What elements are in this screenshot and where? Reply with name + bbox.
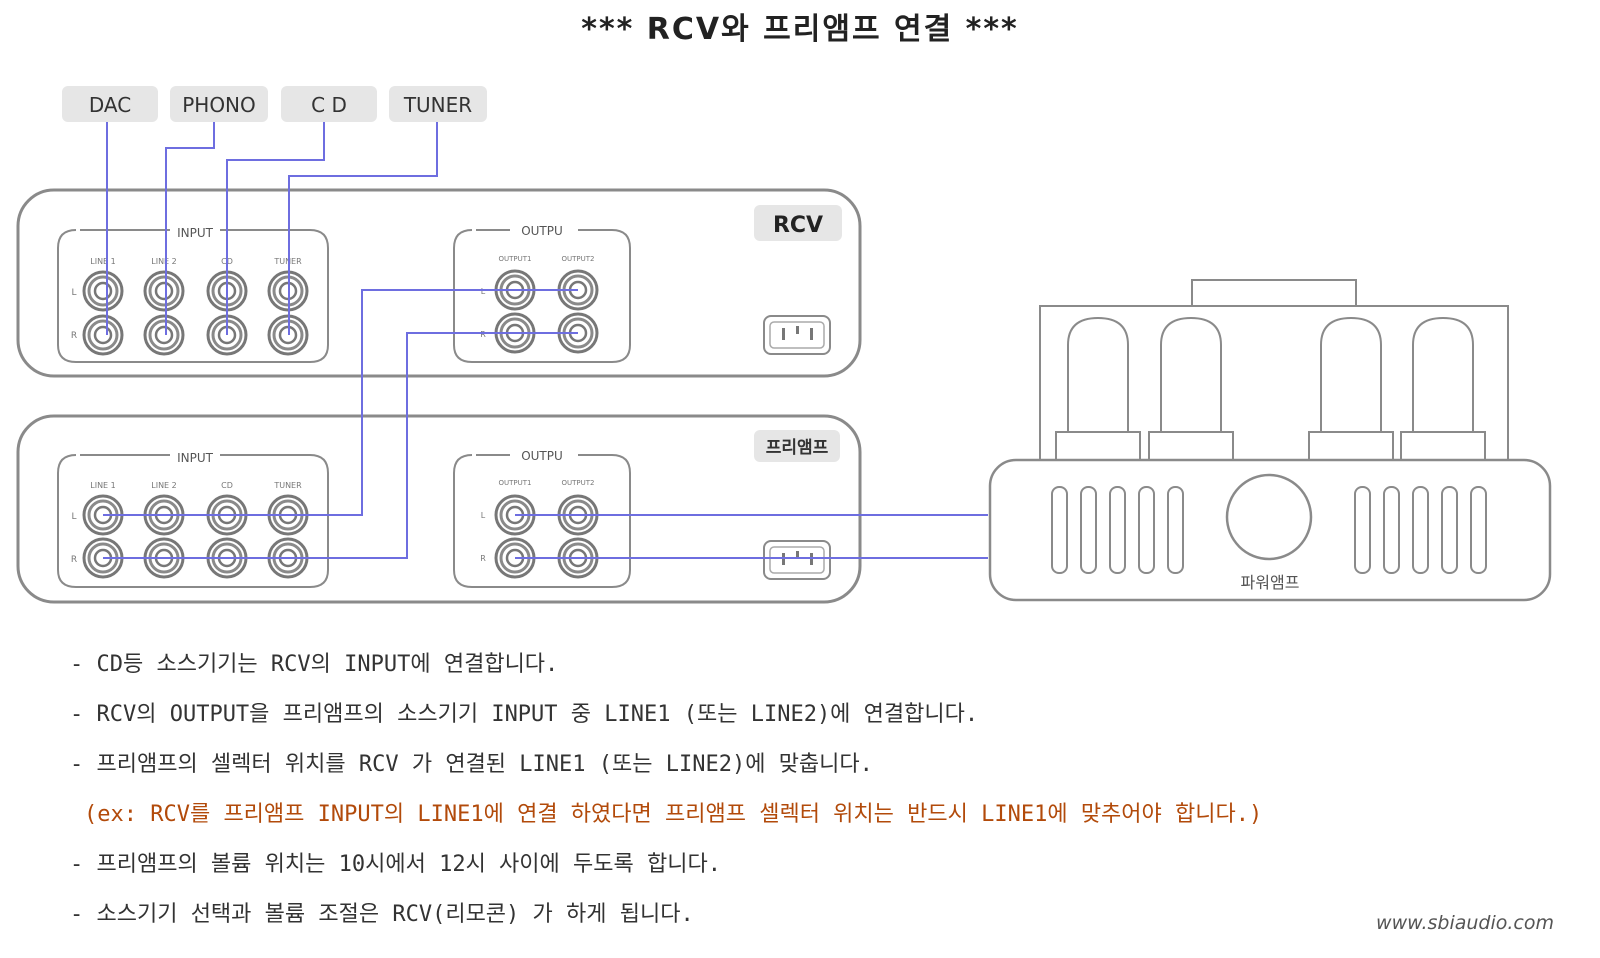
rca-jack-icon xyxy=(143,270,185,312)
vent-slots xyxy=(1354,486,1487,574)
vent-slot xyxy=(1383,486,1400,574)
vent-slot xyxy=(1080,486,1097,574)
preamp-output-label: OUTPU xyxy=(521,449,563,463)
source-label: C D xyxy=(311,93,347,117)
cable-phono-to-rcv-line2 xyxy=(165,122,215,335)
source-dac: DAC xyxy=(62,86,158,122)
note-line: - CD등 소스기기는 RCV의 INPUT에 연결합니다. xyxy=(70,652,559,677)
volume-knob-icon xyxy=(1225,473,1313,561)
channel-label: LINE 1 xyxy=(90,257,116,266)
preamp-input-label: INPUT xyxy=(177,451,214,465)
rcv-output-label: OUTPU xyxy=(521,224,563,238)
cable-tuner-to-rcv-tuner xyxy=(288,122,438,335)
watermark: www.sbiaudio.com xyxy=(1376,912,1554,934)
note-line: - 프리앰프의 셀렉터 위치를 RCV 가 연결된 LINE1 (또는 LINE… xyxy=(70,752,873,777)
row-label: L xyxy=(71,288,76,298)
vent-slot xyxy=(1470,486,1487,574)
source-tuner: TUNER xyxy=(389,86,487,122)
power-amp-label: 파워앰프 xyxy=(1241,573,1300,592)
rcv-input-label: INPUT xyxy=(177,226,214,240)
channel-label: TUNER xyxy=(273,257,302,266)
vent-slot xyxy=(1138,486,1155,574)
channel-label: LINE 1 xyxy=(90,481,116,490)
channel-label: OUTPUT2 xyxy=(562,255,595,263)
channel-label: TUNER xyxy=(273,481,302,490)
power-socket-icon xyxy=(763,315,831,355)
vent-slot xyxy=(1412,486,1429,574)
channel-label: OUTPUT1 xyxy=(499,255,532,263)
note-example: (ex: RCV를 프리앰프 INPUT의 LINE1에 연결 하였다면 프리앰… xyxy=(84,802,1263,827)
row-label: L xyxy=(481,511,486,520)
cable-rcv-out-r-to-preamp-line1-r xyxy=(103,332,578,559)
vent-slot xyxy=(1051,486,1068,574)
channel-label: CD xyxy=(221,481,233,490)
note-line: - RCV의 OUTPUT을 프리앰프의 소스기기 INPUT 중 LINE1 … xyxy=(70,702,979,727)
cable-cd-to-rcv-cd xyxy=(226,122,325,335)
source-phono: PHONO xyxy=(170,86,268,122)
source-label: TUNER xyxy=(403,93,472,117)
vent-slots xyxy=(1051,486,1184,574)
vacuum-tube-icon xyxy=(1055,316,1141,461)
rca-jack-icon xyxy=(82,314,124,356)
row-label: R xyxy=(71,555,77,565)
row-label: R xyxy=(480,554,486,563)
rcv-badge: RCV xyxy=(773,213,823,238)
channel-label: OUTPUT2 xyxy=(562,479,595,487)
rcv-unit: RCV INPUT LINE 1 LINE 2 CD TUNER L R OUT… xyxy=(16,188,862,378)
vent-slot xyxy=(1354,486,1371,574)
rcv-input-panel xyxy=(57,229,329,363)
page-title: *** RCV와 프리앰프 연결 *** xyxy=(581,12,1019,47)
vent-slot xyxy=(1167,486,1184,574)
vent-slot xyxy=(1109,486,1126,574)
row-label: L xyxy=(71,512,76,522)
preamp-badge: 프리앰프 xyxy=(766,438,829,458)
vacuum-tube-icon xyxy=(1148,316,1234,461)
preamp-unit: 프리앰프 INPUT LINE 1 LINE 2 CD TUNER L R OU… xyxy=(16,414,862,604)
rca-jack-icon xyxy=(557,269,599,311)
cables xyxy=(103,122,988,559)
preamp-output-panel xyxy=(453,454,631,588)
channel-label: LINE 2 xyxy=(151,257,177,266)
source-label: PHONO xyxy=(182,93,256,117)
source-label: DAC xyxy=(89,93,131,117)
row-label: L xyxy=(481,287,486,296)
vacuum-tube-icon xyxy=(1400,316,1486,461)
channel-label: OUTPUT1 xyxy=(499,479,532,487)
rca-jack-icon xyxy=(82,270,124,312)
vent-slot xyxy=(1441,486,1458,574)
note-line: - 소스기기 선택과 볼륨 조절은 RCV(리모콘) 가 하게 됩니다. xyxy=(70,902,694,927)
preamp-input-panel xyxy=(57,454,329,588)
rcv-output-panel xyxy=(453,229,631,363)
power-amp-unit: 파워앰프 xyxy=(988,279,1552,602)
vacuum-tube-icon xyxy=(1308,316,1394,461)
row-label: R xyxy=(71,331,77,341)
row-label: R xyxy=(480,330,486,339)
note-line: - 프리앰프의 볼륨 위치는 10시에서 12시 사이에 두도록 합니다. xyxy=(70,852,721,877)
channel-label: LINE 2 xyxy=(151,481,177,490)
instruction-notes: - CD등 소스기기는 RCV의 INPUT에 연결합니다. - RCV의 OU… xyxy=(70,640,1520,940)
rca-jack-icon xyxy=(143,314,185,356)
source-cd: C D xyxy=(281,86,377,122)
cable-rcv-out-l-to-preamp-line1-l xyxy=(103,289,578,516)
